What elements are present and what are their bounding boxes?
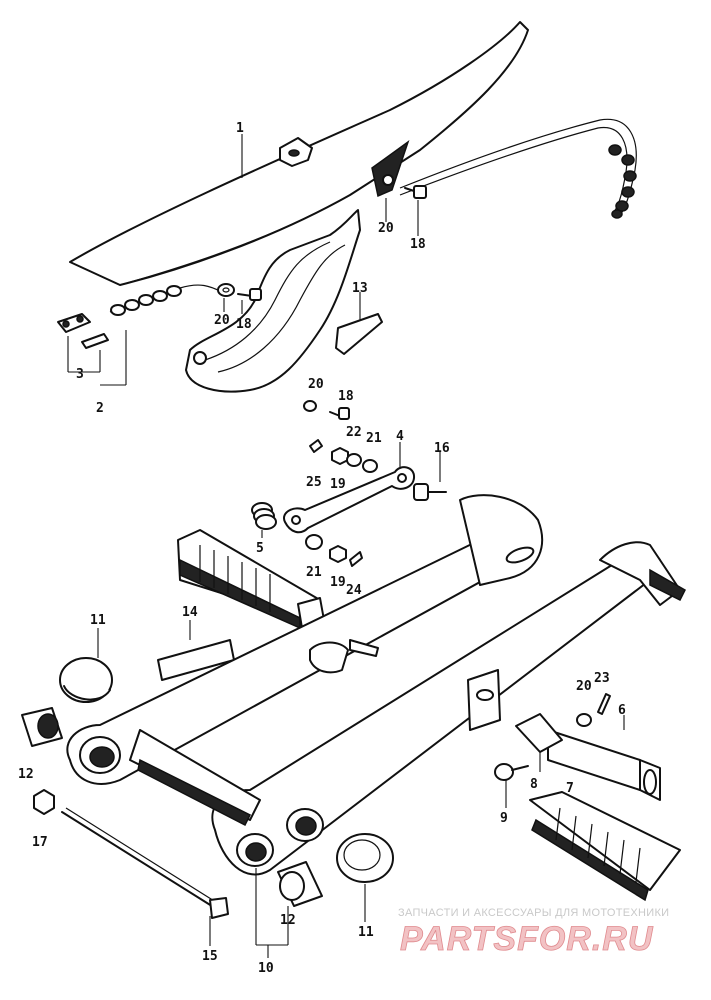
spring [251,502,277,530]
label-12-lower: 12 [280,913,296,928]
nut-19-lower [329,545,347,563]
cotter-pin-24 [349,551,363,567]
label-7: 7 [566,781,574,796]
cotter-pin-25 [309,439,323,453]
label-23: 23 [594,671,610,686]
washer-21-upper [362,459,378,473]
cap-11-lower [336,833,394,883]
label-10: 10 [258,961,274,976]
pivot-shaft [61,807,229,919]
label-8: 8 [530,777,538,792]
label-21-upper: 21 [366,431,382,446]
label-24: 24 [346,583,362,598]
label-19-lower: 19 [330,575,346,590]
label-19-upper: 19 [330,477,346,492]
label-6: 6 [618,703,626,718]
label-20-right: 20 [576,679,592,694]
label-1: 1 [236,121,244,136]
label-9: 9 [500,811,508,826]
nut-17 [33,789,55,815]
cotter-pin-23 [597,693,611,715]
label-22: 22 [346,425,362,440]
label-14: 14 [182,605,198,620]
label-20-lower: 20 [214,313,230,328]
drive-chain-upper [399,118,637,219]
label-16: 16 [434,441,450,456]
footpeg-bar-right [547,729,661,801]
label-11-lower: 11 [358,925,374,940]
label-13: 13 [352,281,368,296]
washer-20-lower [217,283,235,297]
bushing-11-upper [59,657,113,703]
watermark-tagline: ЗАПЧАСТИ И АКСЕССУАРЫ ДЛЯ МОТОТЕХНИКИ [398,907,669,919]
washer-20-mid [303,400,317,412]
washer-20-right [576,713,592,727]
label-20-mid: 20 [308,377,324,392]
bolt-18-lower [237,288,262,301]
washer-21-lower [305,534,323,550]
label-18-mid: 18 [338,389,354,404]
bolt-9 [494,763,529,781]
leader-lines [67,134,625,958]
bushing-12-lower [277,861,323,907]
label-4: 4 [396,429,404,444]
label-17: 17 [32,835,48,850]
label-25: 25 [306,475,322,490]
watermark: ЗАПЧАСТИ И АКСЕССУАРЫ ДЛЯ МОТОТЕХНИКИ PA… [398,907,669,958]
label-18-lower: 18 [236,317,252,332]
chain-joint [57,313,109,349]
bolt-16 [413,483,447,501]
label-21-lower: 21 [306,565,322,580]
bolt-18-mid [329,407,350,420]
label-11-upper: 11 [90,613,106,628]
bolt-18-upper [404,185,427,199]
footpeg-rubber-right [529,791,681,902]
drive-chain-lower [109,284,223,316]
watermark-logo: PARTSFOR.RU [400,920,654,958]
label-5: 5 [256,541,264,556]
footpeg-rubber-left [177,529,325,630]
label-12-upper: 12 [18,767,34,782]
label-plate [335,313,383,355]
bushing-12-upper [21,707,63,747]
label-15: 15 [202,949,218,964]
part-numbers: 1 2 3 4 5 6 7 8 9 10 11 11 12 12 13 14 1… [18,121,626,976]
label-18-upper: 18 [410,237,426,252]
chain-case [69,21,529,286]
washer-22 [346,453,362,467]
plate-8 [515,713,563,753]
nut-19 [331,447,349,465]
label-20-upper: 20 [378,221,394,236]
swing-arm [66,494,686,876]
label-2: 2 [96,401,104,416]
torque-rod [283,466,415,534]
label-3: 3 [76,367,84,382]
